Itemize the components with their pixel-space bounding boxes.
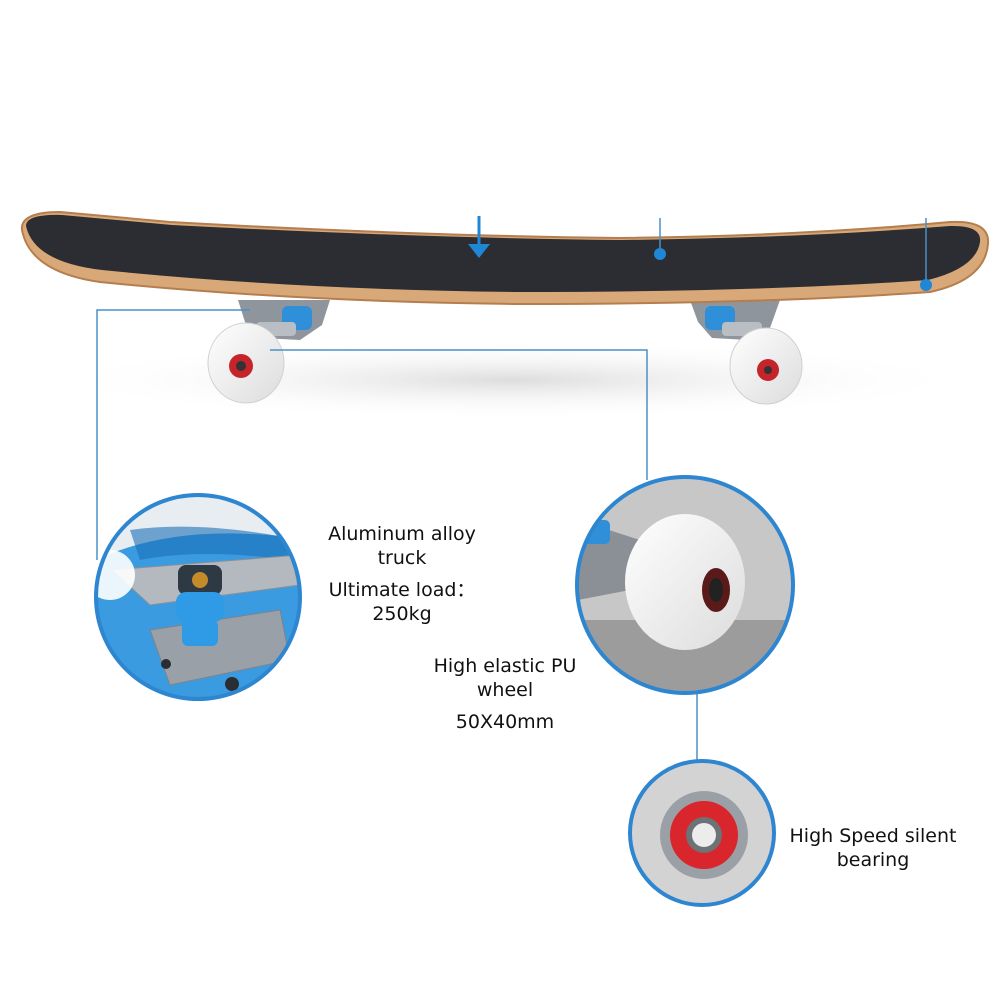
rear-wheel [207, 322, 285, 404]
callout-lines [96, 309, 698, 762]
front-wheel [729, 327, 803, 405]
truck-label: Aluminum alloy truck Ultimate load： 250k… [302, 522, 502, 626]
truck-load-label: Ultimate load： [328, 579, 476, 601]
grip-tape [26, 214, 981, 292]
wheel-title: High elastic PU [433, 655, 577, 677]
truck-subtitle: truck [377, 547, 427, 569]
truck-closeup [94, 493, 302, 701]
wheel-closeup [575, 475, 795, 695]
down-arrow-icon [468, 216, 490, 258]
skateboard [20, 210, 990, 405]
bearing-label: High Speed silent bearing [773, 824, 973, 872]
bearing-subtitle: bearing [836, 849, 910, 871]
callout-dot-icon [654, 218, 666, 260]
bearing-title: High Speed silent [789, 825, 957, 847]
callout-dot-icon [920, 218, 932, 291]
bearing-closeup [628, 759, 776, 907]
floor-shadow [40, 340, 980, 420]
wheel-subtitle: wheel [476, 679, 534, 701]
wheel-label: High elastic PU wheel 50X40mm [405, 654, 605, 734]
truck-title: Aluminum alloy [328, 523, 476, 545]
wheel-size: 50X40mm [455, 711, 555, 733]
truck-load-value: 250kg [372, 603, 432, 625]
